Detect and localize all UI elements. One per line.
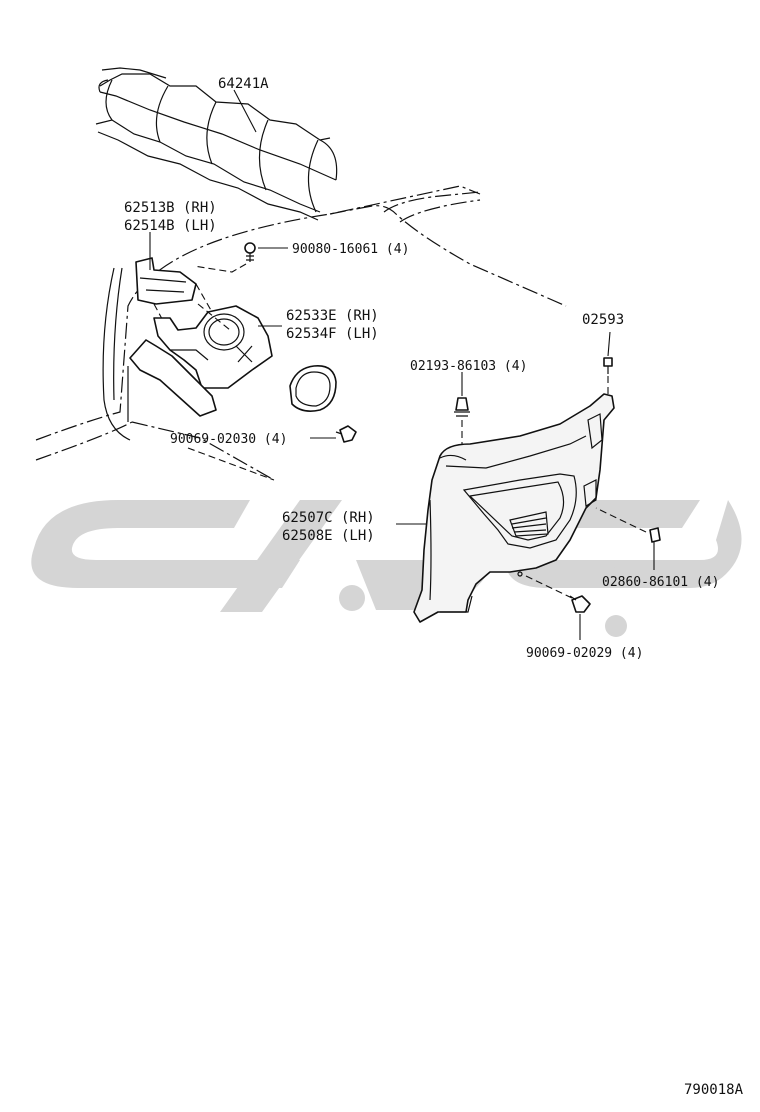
label-bracket-rh: 62513B (RH) [124, 200, 217, 216]
label-net: 64241A [218, 76, 269, 92]
cargo-net [95, 67, 338, 221]
label-speaker-box-rh: 62533E (RH) [286, 308, 379, 324]
clip-02193-86103 [454, 397, 470, 452]
clip-90080-16061 [193, 242, 256, 273]
label-screw-bottom: 90069-02029 (4) [526, 646, 643, 661]
clip-02860-86101 [595, 507, 661, 543]
speaker-grille [289, 365, 337, 412]
label-panel-rh: 62507C (RH) [282, 510, 375, 526]
quarter-trim-panel-62507C [413, 393, 615, 623]
label-bracket-lh: 62514B (LH) [124, 218, 217, 234]
watermark-logo [31, 500, 742, 637]
label-speaker-box-lh: 62534F (LH) [286, 326, 379, 342]
label-clip-panel: 02193-86103 (4) [410, 359, 527, 374]
label-screw-left: 90069-02030 (4) [170, 432, 287, 447]
label-screw-top-right: 02593 [582, 312, 624, 328]
label-clip-top: 90080-16061 (4) [292, 242, 409, 257]
screw-02593 [603, 357, 613, 396]
screw-90069-02029 [525, 575, 591, 613]
screw-90069-02030 [335, 425, 357, 443]
label-panel-lh: 62508E (LH) [282, 528, 375, 544]
leader-lines [149, 89, 655, 640]
lower-side-trim-left [127, 339, 217, 422]
bracket-62513B [135, 257, 213, 331]
speaker-box-62533E [153, 305, 273, 389]
diagram-code: 790018A [684, 1082, 744, 1098]
label-clip-right: 02860-86101 (4) [602, 575, 719, 590]
